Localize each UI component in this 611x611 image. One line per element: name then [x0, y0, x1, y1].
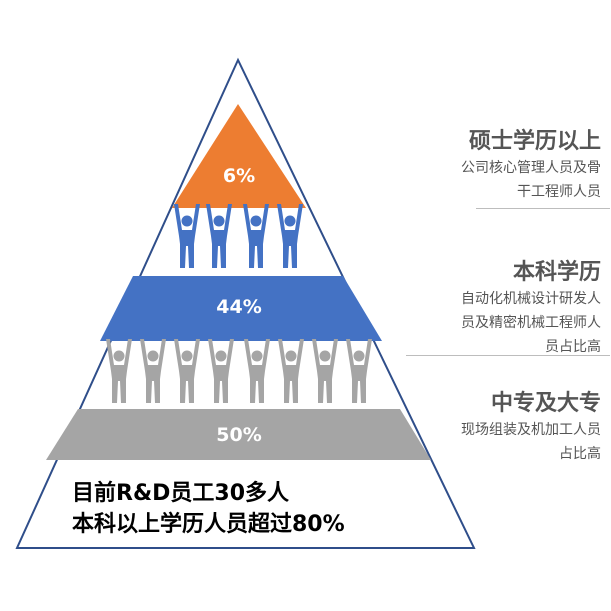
bachelor-divider: [406, 355, 610, 356]
rd-summary: 目前R&D员工30多人 本科以上学历人员超过80%: [72, 478, 345, 540]
person-icon: [140, 339, 166, 403]
summary-line-2: 本科以上学历人员超过80%: [72, 512, 345, 537]
person-icon: [208, 339, 234, 403]
bachelor-description-block: 本科学历 自动化机械设计研发人 员及精密机械工程师人 员占比高: [401, 259, 601, 359]
person-icon: [106, 339, 132, 403]
tier-master-shape: [172, 104, 306, 208]
master-description-block: 硕士学历以上 公司核心管理人员及骨 干工程师人员: [401, 128, 601, 204]
tier-bachelor-label: 44%: [216, 296, 261, 318]
person-icon: [346, 339, 372, 403]
person-icon: [244, 339, 270, 403]
bachelor-desc-line-1: 自动化机械设计研发人: [461, 291, 601, 307]
person-icon: [243, 204, 269, 268]
person-icon: [312, 339, 338, 403]
people-row-top: [174, 204, 303, 268]
master-title: 硕士学历以上: [468, 129, 601, 154]
college-desc-line-1: 现场组装及机加工人员: [461, 422, 601, 438]
master-divider: [476, 208, 610, 209]
tier-bachelor-shape: [100, 276, 382, 341]
tier-college-shape: [46, 409, 431, 460]
people-row-middle: [106, 339, 372, 403]
bachelor-desc-line-3: 员占比高: [545, 339, 601, 355]
summary-line-1: 目前R&D员工30多人: [72, 481, 290, 506]
person-icon: [174, 204, 200, 268]
master-desc-line-1: 公司核心管理人员及骨: [461, 160, 601, 176]
bachelor-desc-line-2: 员及精密机械工程师人: [461, 315, 601, 331]
tier-master-label: 6%: [223, 165, 255, 187]
college-title: 中专及大专: [490, 391, 601, 416]
tier-college-label: 50%: [216, 424, 261, 446]
college-description-block: 中专及大专 现场组装及机加工人员 占比高: [401, 390, 601, 466]
college-desc-line-2: 占比高: [559, 446, 601, 462]
person-icon: [206, 204, 232, 268]
master-desc-line-2: 干工程师人员: [517, 184, 601, 200]
person-icon: [278, 339, 304, 403]
bachelor-title: 本科学历: [512, 260, 601, 285]
person-icon: [277, 204, 303, 268]
person-icon: [174, 339, 200, 403]
